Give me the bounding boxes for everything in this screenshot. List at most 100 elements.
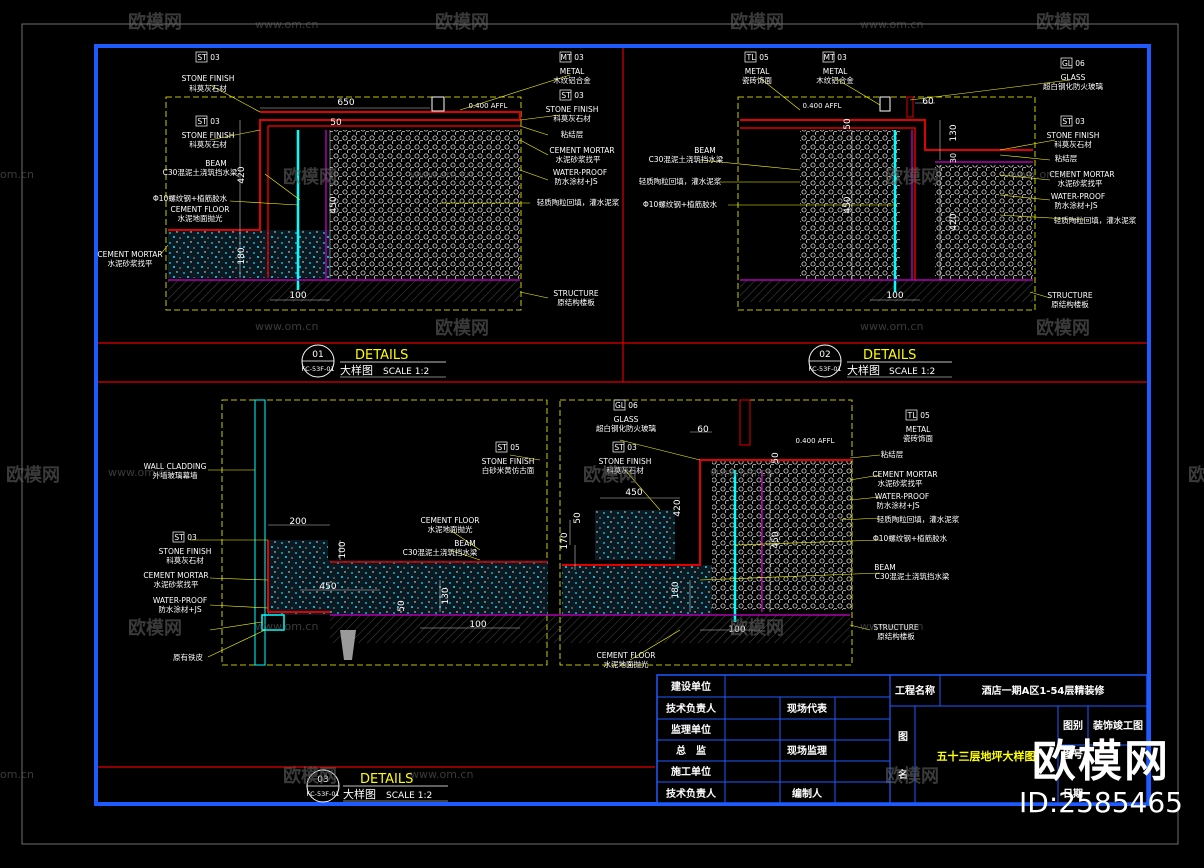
- tb-label: 施工单位: [671, 765, 711, 778]
- tb-label: 建设单位: [670, 680, 711, 693]
- brand-id: ID:2585465: [1019, 786, 1183, 819]
- title-block: 建设单位 技术负责人 现场代表 监理单位 总 监 现场监理 施工单位 技术负责人…: [656, 674, 1148, 804]
- tag-code: TL: [746, 53, 757, 62]
- note-cn: 防水涂材+JS: [158, 604, 201, 614]
- dim-level: 0.400 AFFL: [802, 102, 841, 110]
- note-cn: 水泥砂浆找平: [1058, 178, 1103, 188]
- tag-cn: 木纹铝合金: [553, 75, 591, 85]
- tag-label: STONE FINISH: [546, 105, 599, 114]
- tb-label: 技术负责人: [666, 787, 717, 800]
- tag-num: 03: [187, 533, 197, 542]
- caption-scale: SCALE 1:2: [383, 367, 429, 377]
- note-en: WATER-PROOF: [553, 168, 607, 177]
- caption-number: 02: [819, 350, 830, 360]
- watermark-url: www.om.cn: [1010, 168, 1073, 181]
- note-cn: 水泥地面抛光: [428, 524, 473, 534]
- detail-03-drawing: [221, 399, 853, 666]
- tb-drawing-label-2: 名: [898, 768, 908, 781]
- note-en: CEMENT MORTAR: [1049, 170, 1114, 179]
- tag-code: GL: [615, 401, 626, 410]
- dim: 50: [843, 118, 853, 130]
- dim: 50: [330, 118, 342, 128]
- note-en: WATER-PROOF: [1051, 192, 1105, 201]
- tag-code: ST: [197, 53, 207, 62]
- tag-d2-mt: MT 03 METAL 木纹铝合金: [816, 51, 854, 85]
- dim: 50: [573, 512, 583, 524]
- caption-title: DETAILS: [360, 772, 413, 787]
- note-en: CEMENT MORTAR: [549, 146, 614, 155]
- dim-level: 0.400 AFFL: [468, 102, 507, 110]
- dim: 100: [338, 541, 348, 558]
- note: 粘结层: [881, 449, 904, 459]
- tag-code: GL: [1062, 59, 1073, 68]
- caption-subtitle: 大样图: [343, 787, 376, 801]
- watermark-url: om.cn: [0, 168, 34, 181]
- brand-logo: 欧模网: [1032, 736, 1170, 787]
- watermark-brand: 欧模网: [885, 166, 939, 188]
- caption-scale: SCALE 1:2: [386, 791, 432, 801]
- caption-detail-03: 03 FC-53F-01 DETAILS 大样图 SCALE 1:2: [306, 769, 448, 803]
- tag-label: METAL: [906, 425, 931, 434]
- tag-code: ST: [1062, 117, 1072, 126]
- dim: 130: [949, 124, 959, 141]
- caption-ref: FC-53F-01: [808, 365, 841, 373]
- note-cn: 防水涂材+JS: [554, 176, 597, 186]
- dim: 450: [319, 582, 336, 592]
- note: 原有铁皮: [173, 652, 203, 662]
- dim: 100: [728, 625, 745, 635]
- tag-cn: 瓷砖饰面: [742, 75, 772, 85]
- tb-drawing-name: 五十三层地坪大样图: [937, 749, 1036, 763]
- note-en: CEMENT FLOOR: [420, 516, 479, 525]
- note-cn: 防水涂材+JS: [876, 500, 919, 510]
- tb-label: 技术负责人: [666, 702, 717, 715]
- dimension-lines: [239, 102, 941, 631]
- tag-label: STONE FINISH: [182, 131, 235, 140]
- tag-cn: 科莫灰石材: [189, 83, 227, 93]
- note-cn: 水泥地面抛光: [604, 659, 649, 669]
- note-cn: 原结构楼板: [557, 297, 595, 307]
- dim: 170: [560, 532, 570, 549]
- tag-d3-st05: ST 05 STONE FINISH 白砂米黄仿古面: [482, 441, 535, 475]
- caption-detail-02: 02 FC-53F-01 DETAILS 大样图 SCALE 1:2: [808, 344, 952, 378]
- note: Φ10螺纹钢+植筋胶水: [153, 193, 228, 203]
- dim: 420: [237, 166, 247, 183]
- tag-code: ST: [614, 443, 624, 452]
- tag-cn: 科莫灰石材: [189, 139, 227, 149]
- tag-num: 03: [574, 91, 584, 100]
- tag-num: 06: [1075, 59, 1085, 68]
- tag-num: 03: [837, 53, 847, 62]
- tag-d2-gl: GL 06 GLASS 超白钢化防火玻璃: [1043, 57, 1103, 91]
- watermark-url: www.om.cn: [860, 18, 923, 31]
- note-en: WALL CLADDING: [144, 462, 207, 471]
- watermark-url: www.om.cn: [710, 466, 773, 479]
- detail-01-annotations: ST 03 STONE FINISH 科莫灰石材 ST 03 STONE FIN…: [97, 51, 620, 307]
- watermark-brand: 欧模网: [128, 617, 182, 639]
- watermark-url: www.om.cn: [255, 320, 318, 333]
- dim: 650: [337, 98, 354, 108]
- tag-num: 06: [628, 401, 638, 410]
- dim: 450: [771, 531, 781, 548]
- note-cn: 水泥砂浆找平: [878, 478, 923, 488]
- tag-label: STONE FINISH: [182, 74, 235, 83]
- note-cn: 外墙玻璃幕墙: [153, 470, 198, 480]
- note: 粘结层: [561, 129, 584, 139]
- note-cn: 水泥砂浆找平: [108, 258, 153, 268]
- note-cn: C30混泥土浇筑挡水梁: [403, 547, 478, 557]
- tag-d3-st03-a: ST 03 STONE FINISH 科莫灰石材: [599, 441, 651, 475]
- watermark-brand: 欧模网: [435, 317, 489, 339]
- note: 轻质陶粒回填，灌水泥浆: [639, 176, 722, 186]
- caption-title: DETAILS: [863, 348, 916, 363]
- tb-drawing-label-1: 图: [898, 731, 908, 743]
- dim: 60: [697, 425, 709, 435]
- dim: 450: [843, 196, 853, 213]
- detail-03-annotations: ST 05 STONE FINISH 白砂米黄仿古面 GL 06 GLASS 超…: [143, 399, 960, 669]
- note: Φ10螺纹钢+植筋胶水: [873, 533, 948, 543]
- tag-code: TL: [907, 411, 918, 420]
- tb-category-value: 装饰竣工图: [1092, 719, 1143, 732]
- note-en: STRUCTURE: [553, 289, 599, 298]
- dim: 450: [329, 196, 339, 213]
- tag-code: ST: [197, 117, 207, 126]
- note-en: BEAM: [694, 146, 716, 155]
- dim: 100: [469, 620, 486, 630]
- tag-num: 03: [210, 53, 220, 62]
